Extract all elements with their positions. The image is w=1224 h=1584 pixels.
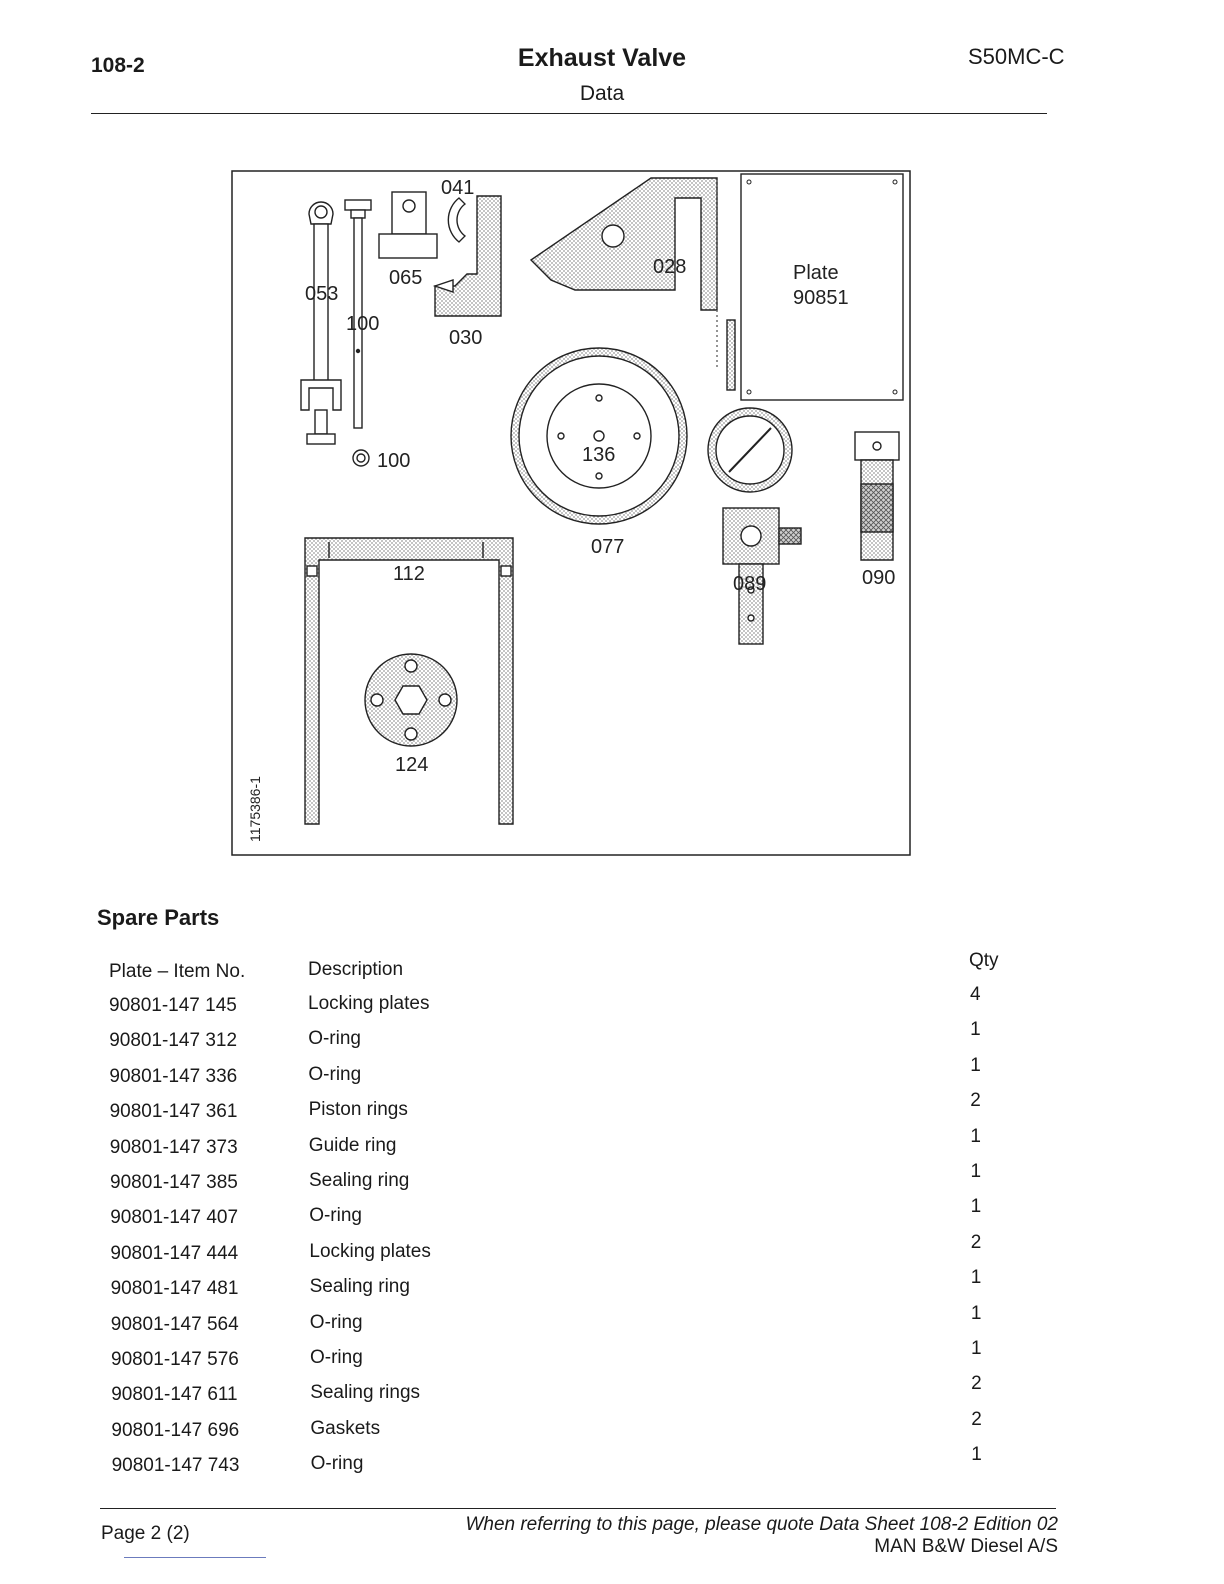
cell-qty: 1	[971, 1444, 982, 1466]
spindle-100	[344, 199, 372, 429]
cell-description: Sealing ring	[309, 1170, 410, 1191]
cell-qty: 1	[970, 1302, 982, 1324]
drawing-frame	[231, 170, 911, 856]
cell-item-no: 90801-147 444	[110, 1242, 239, 1264]
cell-description: O-ring	[309, 1311, 363, 1333]
ring-segment-041	[447, 197, 467, 243]
tool-028	[529, 177, 736, 391]
cell-qty: 1	[970, 1196, 982, 1218]
column-header-qty: Qty	[969, 950, 999, 971]
cell-qty: 2	[971, 1373, 982, 1395]
cell-qty: 1	[970, 1267, 982, 1289]
cell-qty: 2	[970, 1090, 981, 1112]
plate-caption: Plate	[793, 262, 839, 284]
spare-parts-heading: Spare Parts	[97, 905, 220, 930]
cell-item-no: 90801-147 696	[111, 1419, 240, 1441]
cell-description: O-ring	[308, 1028, 361, 1050]
cell-description: O-ring	[310, 1347, 363, 1368]
column-header-item: Plate – Item No.	[109, 961, 246, 982]
handle-090	[854, 431, 900, 561]
holder-065	[378, 191, 438, 259]
cell-description: O-ring	[309, 1205, 362, 1227]
cell-description: Guide ring	[308, 1134, 397, 1156]
disc-077	[510, 347, 688, 525]
cell-item-no: 90801-147 312	[109, 1030, 238, 1052]
label-100-spindle: 100	[346, 313, 379, 335]
label-112: 112	[393, 563, 425, 585]
cell-item-no: 90801-147 385	[110, 1172, 238, 1193]
cell-qty: 1	[970, 1161, 982, 1182]
cell-description: Piston rings	[308, 1099, 408, 1121]
bracket-030	[432, 195, 502, 317]
label-030: 030	[449, 327, 482, 349]
header-rule	[91, 113, 1047, 114]
footer-rule	[100, 1508, 1056, 1509]
cell-description: Sealing ring	[309, 1276, 410, 1298]
cell-item-no: 90801-147 361	[109, 1101, 238, 1123]
cell-qty: 4	[970, 984, 981, 1005]
flange-124	[364, 653, 458, 747]
frame-112	[304, 537, 514, 825]
label-100-nut: 100	[377, 450, 410, 472]
page-subtitle: Data	[579, 82, 625, 105]
reference-note: When referring to this page, please quot…	[465, 1514, 1058, 1535]
cell-item-no: 90801-147 145	[109, 995, 237, 1016]
cell-item-no: 90801-147 481	[110, 1278, 239, 1300]
cell-description: Locking plates	[309, 1240, 431, 1262]
label-077: 077	[591, 536, 624, 558]
cell-item-no: 90801-147 407	[110, 1207, 239, 1229]
cell-description: Gaskets	[310, 1417, 381, 1439]
plate-number: 90851	[793, 287, 849, 309]
page-number: Page 2 (2)	[101, 1523, 190, 1544]
section-number: 108-2	[91, 54, 145, 77]
cell-qty: 1	[970, 1125, 981, 1147]
cell-item-no: 90801-147 336	[109, 1065, 238, 1087]
cell-description: Locking plates	[308, 993, 430, 1014]
lifting-tool-053	[300, 201, 342, 445]
page-title: Exhaust Valve	[517, 44, 687, 72]
cell-item-no: 90801-147 743	[111, 1455, 240, 1477]
tool-plate-drawing: Plate 90851	[231, 170, 911, 856]
label-041: 041	[441, 177, 474, 199]
drawing-number: 1175386-1	[247, 776, 263, 842]
cell-description: Sealing rings	[310, 1382, 421, 1404]
nut-100	[352, 449, 370, 467]
label-065: 065	[389, 267, 422, 289]
cell-description: O-ring	[310, 1453, 364, 1475]
label-053: 053	[305, 283, 338, 305]
column-header-description: Description	[308, 959, 404, 980]
cell-qty: 1	[970, 1019, 981, 1041]
company-name: MAN B&W Diesel A/S	[874, 1536, 1058, 1557]
label-028: 028	[653, 256, 686, 278]
cell-item-no: 90801-147 611	[111, 1384, 238, 1406]
pressure-gauge-089	[707, 407, 802, 645]
label-090: 090	[862, 567, 895, 589]
label-089: 089	[733, 573, 766, 595]
cell-qty: 1	[970, 1054, 981, 1076]
plate-90851: Plate 90851	[740, 173, 904, 401]
label-124: 124	[395, 754, 428, 776]
cell-qty: 2	[970, 1231, 982, 1253]
cell-item-no: 90801-147 576	[111, 1349, 239, 1370]
cell-qty: 1	[971, 1338, 982, 1359]
engine-type: S50MC-C	[968, 44, 1065, 69]
cell-item-no: 90801-147 564	[110, 1313, 239, 1335]
footer-mark	[124, 1557, 266, 1558]
cell-qty: 2	[971, 1408, 982, 1430]
cell-description: O-ring	[308, 1063, 362, 1085]
cell-item-no: 90801-147 373	[109, 1136, 238, 1158]
label-136: 136	[582, 444, 615, 466]
